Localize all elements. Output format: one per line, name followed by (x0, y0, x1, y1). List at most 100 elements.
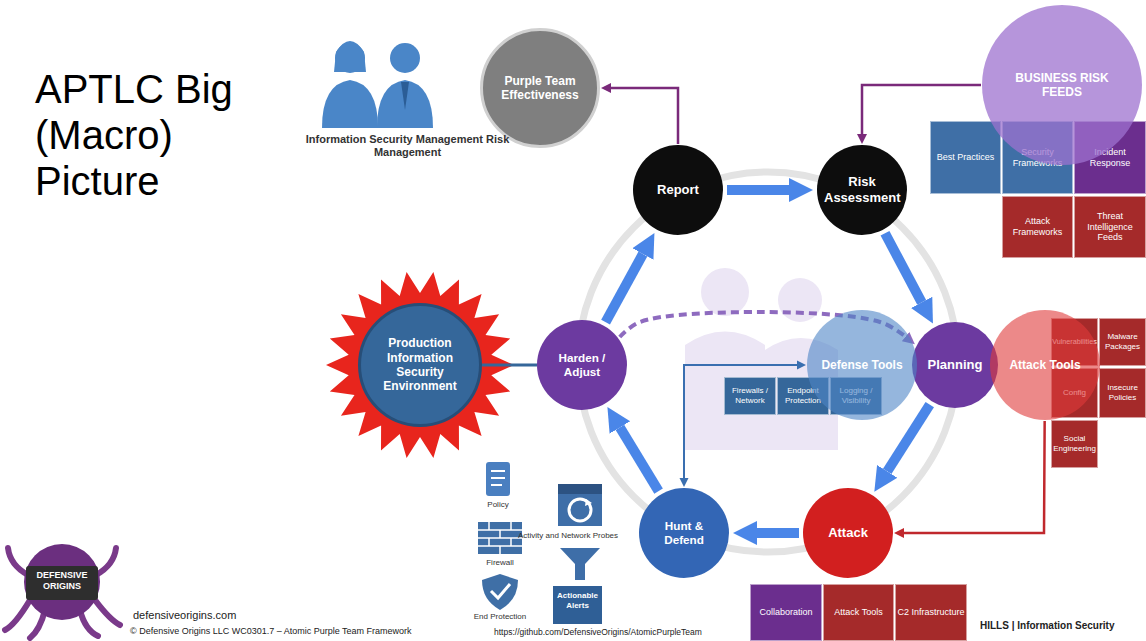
box-node: Threat Intelligence Feeds (1074, 196, 1146, 258)
circle-node: Risk Assessment (817, 145, 907, 235)
box-node: Firewalls / Network (724, 377, 776, 415)
icon-label: Activity and Network Probes (518, 531, 640, 541)
url: https://github.com/DefensiveOrigins/Atom… (494, 627, 750, 637)
people-icon (322, 80, 378, 128)
circle-node: Attack Tools (990, 310, 1100, 420)
policy-icon (491, 471, 505, 485)
website: defensiveorigins.com (133, 609, 333, 622)
node-label: Harden / Adjust (542, 351, 622, 379)
flow-arrow (885, 233, 922, 302)
alert-label: Actionable Alerts (554, 591, 601, 610)
flow-arrow (887, 405, 930, 472)
flow-arrow (620, 427, 659, 491)
firewall-icon (478, 522, 522, 554)
node-label: Attack Tools (1009, 358, 1080, 372)
shield-icon (482, 574, 518, 610)
node-label: Attack (828, 525, 868, 541)
circle-fill (912, 322, 998, 408)
flow-arrow (727, 185, 789, 195)
alerts-box (553, 586, 602, 624)
probe-icon (558, 484, 602, 494)
circle-node: Hunt & Defend (639, 488, 729, 578)
firewall-icon (478, 522, 522, 554)
node-label: Purple Team Effectiveness (494, 74, 586, 103)
node-label: Production Information Security Environm… (379, 336, 461, 394)
flow-arrow (482, 364, 537, 367)
circle-node: Production Information Security Environm… (358, 303, 482, 427)
node-label: Report (657, 182, 699, 198)
policy-icon (486, 462, 510, 496)
logo (5, 544, 120, 638)
people-icon (401, 82, 409, 110)
node-label: Firewalls / Network (726, 386, 774, 405)
node-label: Attack Tools (834, 607, 882, 618)
circle-fill (482, 30, 599, 147)
flow-arrow (757, 528, 799, 538)
circle-fill (633, 145, 723, 235)
node-label: Defense Tools (821, 358, 902, 372)
circle-fill (803, 488, 893, 578)
funnel-icon (560, 548, 600, 580)
firewall-icon (478, 522, 522, 554)
circle-node: Harden / Adjust (537, 320, 627, 410)
probe-icon (558, 484, 602, 526)
icon-label: End Protection (468, 612, 532, 622)
node-label: Risk Assessment (824, 174, 900, 205)
node-label: Attack Frameworks (1004, 216, 1071, 238)
circle-fill (817, 145, 907, 235)
box-node: Social Engineering (1051, 420, 1098, 468)
shield-icon (491, 584, 510, 598)
circle-node: Defense Tools (807, 310, 917, 420)
policy-icon (486, 462, 510, 496)
node-label: Collaboration (759, 607, 812, 618)
circle-node: Planning (912, 322, 998, 408)
icon-label: Firewall (476, 558, 524, 568)
node-label: Insecure Policies (1101, 383, 1144, 402)
box-node: Best Practices (930, 121, 1001, 194)
circle-fill (982, 5, 1142, 165)
logo (26, 566, 98, 600)
circle-node: BUSINESS RISK FEEDS (982, 5, 1142, 165)
box-node: Malware Packages (1099, 318, 1146, 366)
box-node: Insecure Policies (1099, 368, 1146, 418)
node-label: Planning (928, 357, 983, 373)
node-label: Malware Packages (1101, 332, 1144, 351)
circle-fill (537, 320, 627, 410)
circle-fill (807, 310, 917, 420)
node-label: Hunt & Defend (644, 519, 724, 547)
box-node: Attack Tools (823, 584, 894, 641)
flow-arrow (606, 254, 643, 322)
logo (24, 544, 100, 620)
people-icon (334, 41, 366, 72)
box-node: Collaboration (750, 584, 822, 641)
box-node: Attack Frameworks (1002, 196, 1073, 258)
circle-node: Attack (803, 488, 893, 578)
circle-fill (360, 305, 481, 426)
probe-icon (558, 484, 602, 526)
copyright: © Defensive Origins LLC WC0301.7 – Atomi… (130, 626, 490, 637)
circle-node: Report (633, 145, 723, 235)
people-icon (390, 43, 420, 73)
sponsor-logo-text: HILLS | Information Security (980, 620, 1142, 632)
circle-fill (990, 310, 1100, 420)
slide-title: APTLC Big (Macro) Picture (35, 66, 240, 204)
logo-text: DEFENSIVE ORIGINS (28, 570, 96, 592)
circle-node: Purple Team Effectiveness (480, 28, 600, 148)
box-node: C2 Infrastructure (895, 584, 967, 641)
node-label: Best Practices (937, 152, 995, 163)
people-icon (322, 41, 433, 128)
flow-arrow (904, 421, 1045, 533)
node-label: Threat Intelligence Feeds (1076, 211, 1144, 243)
role-caption: Information Security Management Risk Man… (300, 133, 515, 159)
node-label: C2 Infrastructure (897, 607, 964, 618)
node-label: Social Engineering (1052, 434, 1097, 453)
icon-label: Policy (476, 500, 520, 510)
flow-arrow (611, 88, 678, 144)
background-people (701, 268, 749, 316)
shield-icon (482, 574, 518, 610)
probe-icon (585, 499, 592, 506)
node-label: BUSINESS RISK FEEDS (1012, 71, 1112, 100)
people-icon (377, 80, 433, 128)
circle-fill (639, 488, 729, 578)
